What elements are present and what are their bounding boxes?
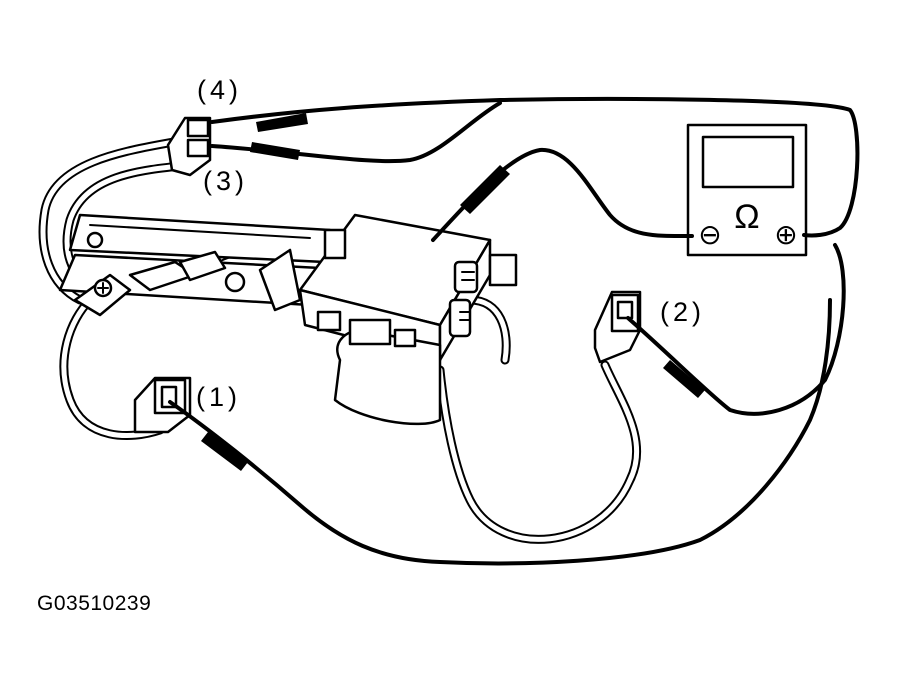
figure-code: G03510239 <box>37 592 151 615</box>
control-module <box>298 213 518 426</box>
connector-2 <box>593 290 642 364</box>
label-connector-1: (1) <box>196 382 241 412</box>
positive-terminal-icon: ⊕ <box>774 219 797 250</box>
connector-3-4 <box>166 116 212 177</box>
label-connector-4: (4) <box>197 75 242 105</box>
ohmmeter: Ω ⊖ ⊕ <box>686 123 808 257</box>
harness-wires <box>38 135 642 544</box>
label-connector-3: (3) <box>203 166 248 196</box>
connector-1 <box>133 376 192 434</box>
label-connector-2: (2) <box>660 297 705 327</box>
mounting-bracket <box>58 213 332 317</box>
negative-terminal-icon: ⊖ <box>698 219 721 250</box>
test-probes <box>201 113 705 471</box>
ohm-symbol: Ω <box>734 198 759 236</box>
